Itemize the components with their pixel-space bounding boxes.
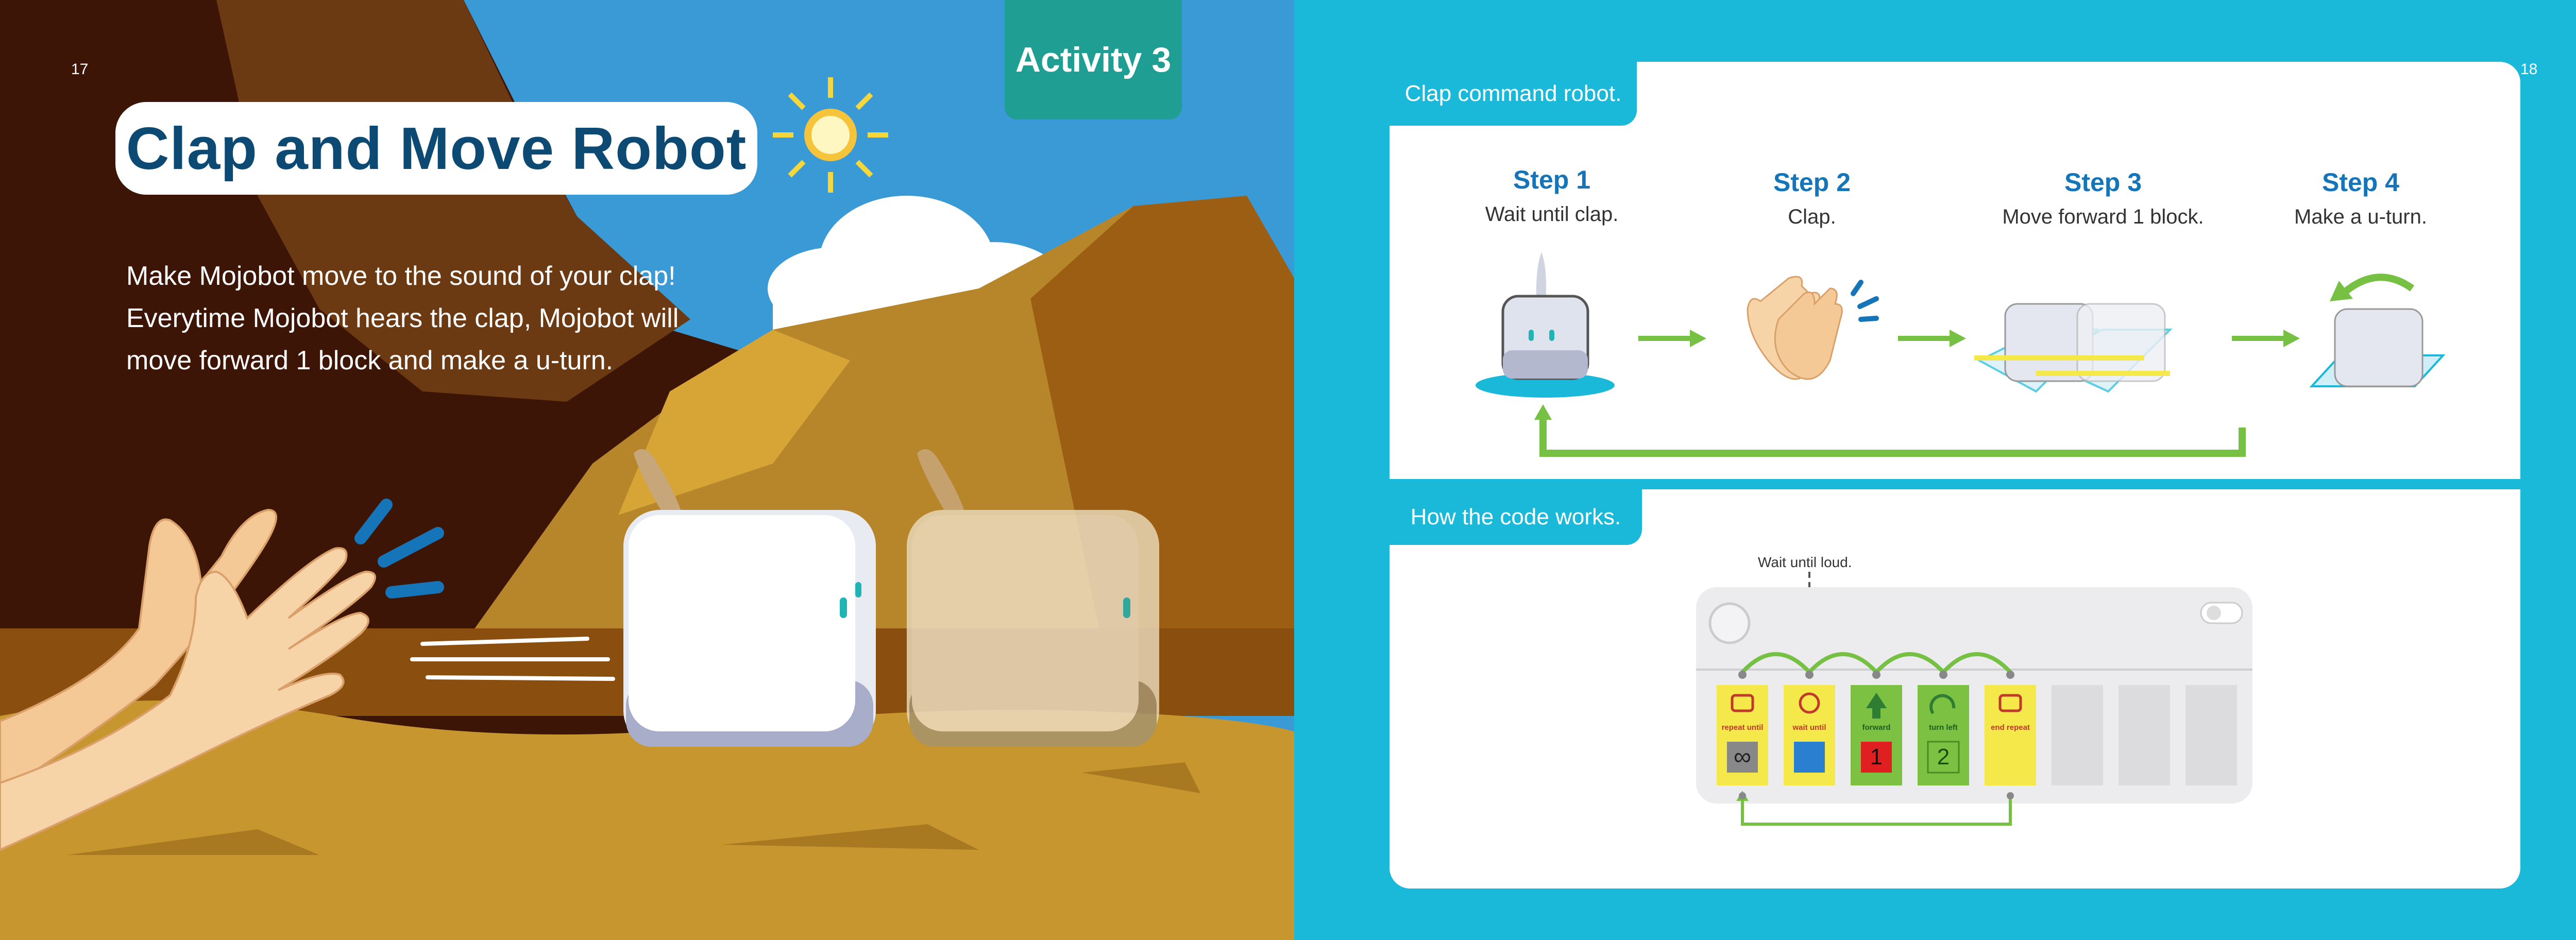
step-title: Step 1 <box>1513 165 1591 194</box>
intro-text: Make Mojobot move to the sound of your c… <box>126 255 744 382</box>
mojobot-robot <box>623 449 876 747</box>
step-2: Step 2 Clap. <box>1748 167 1876 229</box>
block-label-forward: forward <box>1862 723 1891 732</box>
block-label-end-repeat: end repeat <box>1991 723 2030 732</box>
intro-line: Make Mojobot move to the sound of your c… <box>126 261 676 291</box>
motion-lines <box>410 637 615 681</box>
end-repeat-icon <box>1998 694 2022 712</box>
robot-step3-illustration <box>1974 303 2173 393</box>
right-page: 18 Clap command robot. Step 1 Wait until… <box>1294 0 2576 940</box>
u-turn-arrow-icon <box>2337 274 2415 299</box>
code-board-illustration <box>1696 572 2252 826</box>
activity-title: Clap and Move Robot <box>115 102 757 195</box>
step-1: Step 1 Wait until clap. <box>1469 165 1634 226</box>
intro-line: move forward 1 block and make a u-turn. <box>126 346 614 375</box>
steps-illustration <box>1476 252 2446 457</box>
left-page: 17 Clap and Move Robot Activity 3 Make M… <box>0 0 1294 940</box>
section-tab: Clap command robot. <box>1389 62 1637 126</box>
robot-step4-illustration <box>2309 274 2446 387</box>
forward-arrow-icon <box>1866 693 1887 719</box>
block-param-infinity: ∞ <box>1733 743 1752 771</box>
activity-badge: Activity 3 <box>1005 0 1182 119</box>
activity-badge-label: Activity 3 <box>1015 40 1172 79</box>
step-4: Step 4 Make a u-turn. <box>2273 167 2448 229</box>
step-title: Step 4 <box>2321 168 2400 197</box>
step-3: Step 3 Move forward 1 block. <box>1974 167 2232 229</box>
loop-arrow <box>1539 417 2246 457</box>
repeat-icon <box>1731 694 1754 712</box>
section-tab: How the code works. <box>1389 489 1642 545</box>
block-label-turn: turn left <box>1929 723 1958 732</box>
step-arrows <box>1638 330 2300 347</box>
page-number: 18 <box>2520 61 2538 78</box>
page-title: Clap and Move Robot <box>126 115 747 182</box>
step-desc: Wait until clap. <box>1485 203 1619 226</box>
block-param-forward: 1 <box>1870 744 1883 770</box>
step-title: Step 2 <box>1773 168 1851 197</box>
step-desc: Clap. <box>1788 206 1836 228</box>
wait-icon <box>1799 692 1820 714</box>
step-desc: Move forward 1 block. <box>2002 206 2204 228</box>
clap-command-panel <box>1389 62 2520 479</box>
block-label-wait: wait until <box>1792 723 1826 732</box>
block-param-turn: 2 <box>1937 744 1950 770</box>
step-title: Step 3 <box>2064 168 2142 197</box>
turn-left-icon <box>1929 694 1956 714</box>
clapping-hands-illustration <box>0 508 376 851</box>
code-annotation: Wait until loud. <box>1758 554 1852 570</box>
step-desc: Make a u-turn. <box>2294 206 2427 228</box>
page-number: 17 <box>71 61 89 78</box>
clap-sound-lines <box>354 499 444 599</box>
intro-line: Everytime Mojobot hears the clap, Mojobo… <box>126 303 679 333</box>
clap-hands-icon <box>1747 276 1879 380</box>
mojobot-robot-ghost <box>907 449 1159 747</box>
block-label-repeat: repeat until <box>1721 723 1764 732</box>
robot-step1-illustration <box>1476 252 1615 398</box>
sun-icon <box>773 77 888 193</box>
